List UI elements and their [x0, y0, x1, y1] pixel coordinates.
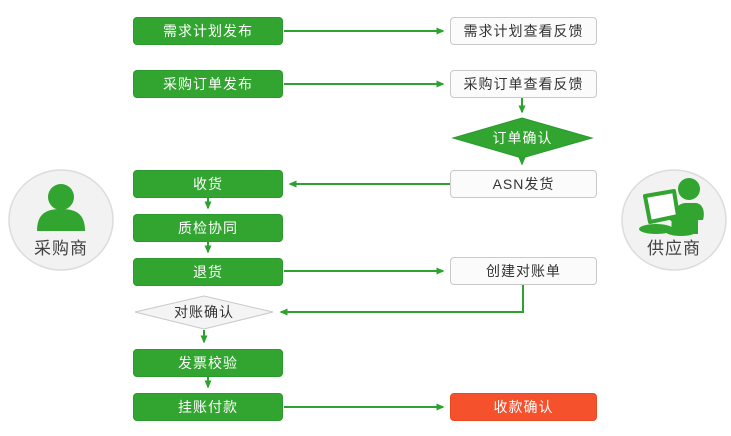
node-po-publish: 采购订单发布	[133, 70, 283, 98]
statement-confirm-label: 对账确认	[174, 304, 234, 320]
user-icon	[37, 184, 85, 231]
node-receive: 收货	[133, 170, 283, 198]
statement-confirm-diamond	[134, 295, 274, 330]
node-asn-ship: ASN发货	[450, 170, 597, 198]
node-pending-payment: 挂账付款	[133, 393, 283, 421]
order-confirm-diamond	[451, 117, 594, 159]
order-confirm-label: 订单确认	[492, 130, 553, 146]
node-return-goods: 退货	[133, 258, 283, 286]
node-invoice-check: 发票校验	[133, 349, 283, 377]
node-qc-collaboration: 质检协同	[133, 214, 283, 242]
node-demand-view: 需求计划查看反馈	[450, 17, 597, 45]
node-receipt-confirm: 收款确认	[450, 393, 597, 421]
node-create-statement: 创建对账单	[450, 257, 597, 285]
buyer-label: 采购商	[34, 239, 88, 258]
user-laptop-icon	[639, 178, 704, 236]
supplier-label: 供应商	[647, 239, 701, 258]
node-po-view: 采购订单查看反馈	[450, 70, 597, 98]
arrow-statement-to-confirm	[279, 285, 524, 316]
node-demand-publish: 需求计划发布	[133, 17, 283, 45]
